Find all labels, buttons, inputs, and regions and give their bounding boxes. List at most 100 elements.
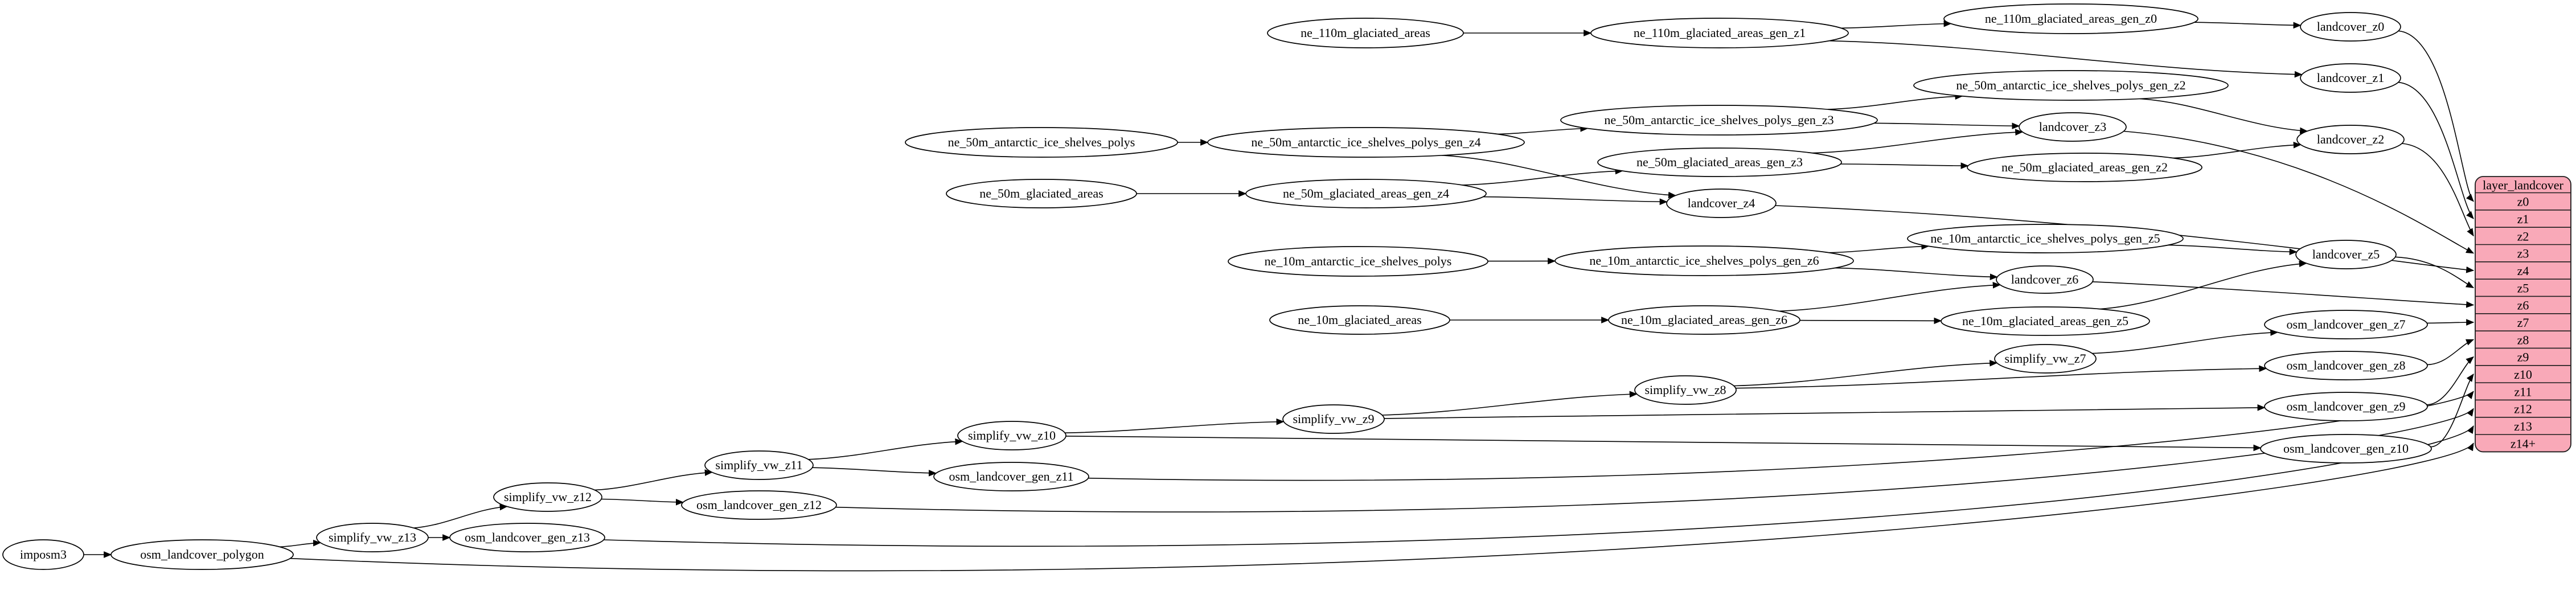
node-osm_landcover_gen_z11: osm_landcover_gen_z11	[933, 462, 1089, 491]
node-ellipse-ne_10m_antarctic_ice_shelves_polys_gen_z6	[1554, 245, 1854, 276]
edge-simplify_vw_z7--osm_landcover_gen_z7	[2092, 329, 2279, 354]
node-ne_110m_glaciated_areas: ne_110m_glaciated_areas	[1267, 18, 1464, 48]
edge-ne_50m_antarctic_ice_shelves_polys_gen_z3--landcover_z3	[1874, 122, 2020, 129]
table-row-z1: z1	[2517, 212, 2529, 226]
node-ellipse-ne_110m_glaciated_areas_gen_z0	[1943, 3, 2198, 34]
node-ellipse-landcover_z5	[2295, 240, 2397, 269]
node-label-simplify_vw_z8: simplify_vw_z8	[1645, 383, 1726, 397]
node-ellipse-osm_landcover_gen_z9	[2264, 392, 2428, 421]
node-ellipse-simplify_vw_z10	[957, 421, 1067, 450]
edge-ne_50m_glaciated_areas_gen_z4--ne_50m_glaciated_areas_gen_z3	[1462, 167, 1623, 186]
node-label-osm_landcover_gen_z7: osm_landcover_gen_z7	[2287, 317, 2406, 331]
node-ne_10m_glaciated_areas_gen_z5: ne_10m_glaciated_areas_gen_z5	[1941, 306, 2150, 336]
table-row-z2: z2	[2517, 229, 2529, 243]
edge-osm_landcover_polygon--layer_landcover-z14+	[290, 442, 2474, 572]
node-ellipse-imposm3	[2, 539, 84, 570]
edge-ne_50m_glaciated_areas_gen_z4--landcover_z4	[1483, 196, 1668, 206]
table-row-z10: z10	[2514, 367, 2532, 382]
node-ellipse-ne_110m_glaciated_areas_gen_z1	[1590, 18, 1849, 48]
table-row-z7: z7	[2517, 315, 2529, 330]
node-label-ne_110m_glaciated_areas: ne_110m_glaciated_areas	[1301, 26, 1430, 40]
node-landcover_z3: landcover_z3	[2019, 112, 2127, 142]
edge-osm_landcover_polygon--simplify_vw_z13	[280, 539, 321, 548]
node-label-ne_50m_antarctic_ice_shelves_polys_gen_z2: ne_50m_antarctic_ice_shelves_polys_gen_z…	[1956, 78, 2185, 92]
edge-landcover_z3--layer_landcover-z3	[2123, 130, 2475, 254]
edge-osm_landcover_gen_z7--layer_landcover-z7	[2427, 319, 2475, 326]
node-label-ne_10m_antarctic_ice_shelves_polys: ne_10m_antarctic_ice_shelves_polys	[1265, 254, 1452, 268]
node-simplify_vw_z12: simplify_vw_z12	[493, 482, 602, 512]
edge-ne_110m_glaciated_areas_gen_z1--ne_110m_glaciated_areas_gen_z0	[1841, 20, 1952, 29]
node-landcover_z1: landcover_z1	[2300, 63, 2401, 93]
node-ne_10m_antarctic_ice_shelves_polys_gen_z6: ne_10m_antarctic_ice_shelves_polys_gen_z…	[1554, 245, 1854, 276]
edge-simplify_vw_z11--osm_landcover_gen_z11	[812, 467, 937, 477]
node-osm_landcover_gen_z7: osm_landcover_gen_z7	[2264, 310, 2428, 339]
node-label-simplify_vw_z9: simplify_vw_z9	[1293, 412, 1375, 426]
edge-simplify_vw_z8--osm_landcover_gen_z8	[1736, 365, 2267, 389]
node-osm_landcover_polygon: osm_landcover_polygon	[110, 539, 294, 570]
node-label-imposm3: imposm3	[20, 547, 67, 561]
edge-ne_10m_antarctic_ice_shelves_polys_gen_z6--landcover_z6	[1834, 267, 1998, 280]
node-ellipse-ne_10m_antarctic_ice_shelves_polys	[1228, 246, 1488, 277]
node-label-landcover_z5: landcover_z5	[2312, 247, 2380, 261]
node-ne_110m_glaciated_areas_gen_z0: ne_110m_glaciated_areas_gen_z0	[1943, 3, 2198, 34]
edge-ne_50m_glaciated_areas_gen_z3--landcover_z3	[1812, 129, 2024, 154]
node-label-ne_10m_glaciated_areas_gen_z6: ne_10m_glaciated_areas_gen_z6	[1621, 313, 1787, 327]
edge-simplify_vw_z9--simplify_vw_z8	[1382, 391, 1638, 416]
node-osm_landcover_gen_z10: osm_landcover_gen_z10	[2260, 434, 2432, 464]
node-osm_landcover_gen_z9: osm_landcover_gen_z9	[2264, 392, 2428, 421]
node-ellipse-simplify_vw_z11	[704, 450, 814, 480]
node-ne_10m_antarctic_ice_shelves_polys: ne_10m_antarctic_ice_shelves_polys	[1228, 246, 1488, 277]
node-ellipse-landcover_z0	[2300, 12, 2401, 42]
node-ellipse-ne_50m_glaciated_areas_gen_z4	[1245, 179, 1487, 208]
edge-ne_10m_antarctic_ice_shelves_polys_gen_z5--landcover_z5	[2168, 244, 2298, 255]
node-landcover_z6: landcover_z6	[1996, 265, 2094, 294]
table-row-z12: z12	[2514, 402, 2532, 416]
layer-landcover-table: layer_landcoverz0z1z2z3z4z5z6z7z8z9z10z1…	[2475, 176, 2571, 453]
node-ellipse-ne_10m_glaciated_areas_gen_z5	[1941, 306, 2150, 336]
node-label-ne_50m_glaciated_areas_gen_z2: ne_50m_glaciated_areas_gen_z2	[2001, 160, 2168, 174]
node-ne_50m_glaciated_areas_gen_z3: ne_50m_glaciated_areas_gen_z3	[1597, 147, 1842, 177]
node-label-osm_landcover_gen_z12: osm_landcover_gen_z12	[696, 498, 822, 512]
edge-ne_10m_glaciated_areas_gen_z5--landcover_z5	[2099, 260, 2307, 310]
table-row-z8: z8	[2517, 333, 2529, 347]
node-label-osm_landcover_gen_z8: osm_landcover_gen_z8	[2287, 358, 2406, 372]
node-ellipse-simplify_vw_z9	[1282, 404, 1385, 434]
node-label-landcover_z3: landcover_z3	[2039, 120, 2107, 134]
table-row-z5: z5	[2517, 281, 2529, 295]
node-ellipse-ne_110m_glaciated_areas	[1267, 18, 1464, 48]
node-ellipse-landcover_z1	[2300, 63, 2401, 93]
node-landcover_z4: landcover_z4	[1666, 188, 1777, 218]
edge-ne_110m_glaciated_areas_gen_z1--landcover_z1	[1829, 40, 2303, 78]
table-row-z6: z6	[2517, 298, 2529, 313]
node-imposm3: imposm3	[2, 539, 84, 570]
node-ellipse-ne_10m_glaciated_areas	[1269, 305, 1450, 335]
edge-simplify_vw_z12--simplify_vw_z11	[594, 469, 713, 491]
node-ellipse-osm_landcover_gen_z13	[449, 523, 605, 552]
edges-layer	[83, 20, 2475, 572]
node-ellipse-ne_10m_glaciated_areas_gen_z6	[1608, 305, 1800, 335]
node-label-ne_50m_glaciated_areas_gen_z4: ne_50m_glaciated_areas_gen_z4	[1283, 186, 1449, 200]
node-label-landcover_z2: landcover_z2	[2317, 132, 2385, 146]
node-label-osm_landcover_gen_z9: osm_landcover_gen_z9	[2287, 399, 2406, 413]
node-label-osm_landcover_polygon: osm_landcover_polygon	[140, 547, 264, 561]
node-label-ne_50m_antarctic_ice_shelves_polys_gen_z4: ne_50m_antarctic_ice_shelves_polys_gen_z…	[1251, 135, 1480, 149]
node-ellipse-ne_50m_glaciated_areas_gen_z3	[1597, 147, 1842, 177]
edge-landcover_z5--layer_landcover-z5	[2395, 256, 2475, 288]
node-simplify_vw_z7: simplify_vw_z7	[1994, 344, 2097, 374]
node-label-ne_110m_glaciated_areas_gen_z1: ne_110m_glaciated_areas_gen_z1	[1634, 26, 1806, 40]
edge-simplify_vw_z8--simplify_vw_z7	[1733, 359, 1998, 387]
node-label-ne_10m_antarctic_ice_shelves_polys_gen_z6: ne_10m_antarctic_ice_shelves_polys_gen_z…	[1589, 253, 1819, 268]
node-label-landcover_z4: landcover_z4	[1688, 196, 1755, 210]
node-simplify_vw_z11: simplify_vw_z11	[704, 450, 814, 480]
edge-ne_50m_glaciated_areas_gen_z3--ne_50m_glaciated_areas_gen_z2	[1840, 162, 1969, 169]
node-ne_50m_antarctic_ice_shelves_polys_gen_z4: ne_50m_antarctic_ice_shelves_polys_gen_z…	[1207, 127, 1525, 158]
node-ne_10m_glaciated_areas: ne_10m_glaciated_areas	[1269, 305, 1450, 335]
node-ellipse-ne_50m_antarctic_ice_shelves_polys	[905, 127, 1178, 158]
node-osm_landcover_gen_z13: osm_landcover_gen_z13	[449, 523, 605, 552]
table-row-z4: z4	[2517, 264, 2529, 278]
node-landcover_z0: landcover_z0	[2300, 12, 2401, 42]
edge-ne_50m_antarctic_ice_shelves_polys_gen_z3--ne_50m_antarctic_ice_shelves_polys_gen_z2	[1828, 93, 1963, 110]
edge-osm_landcover_gen_z9--layer_landcover-z9	[2426, 356, 2474, 405]
